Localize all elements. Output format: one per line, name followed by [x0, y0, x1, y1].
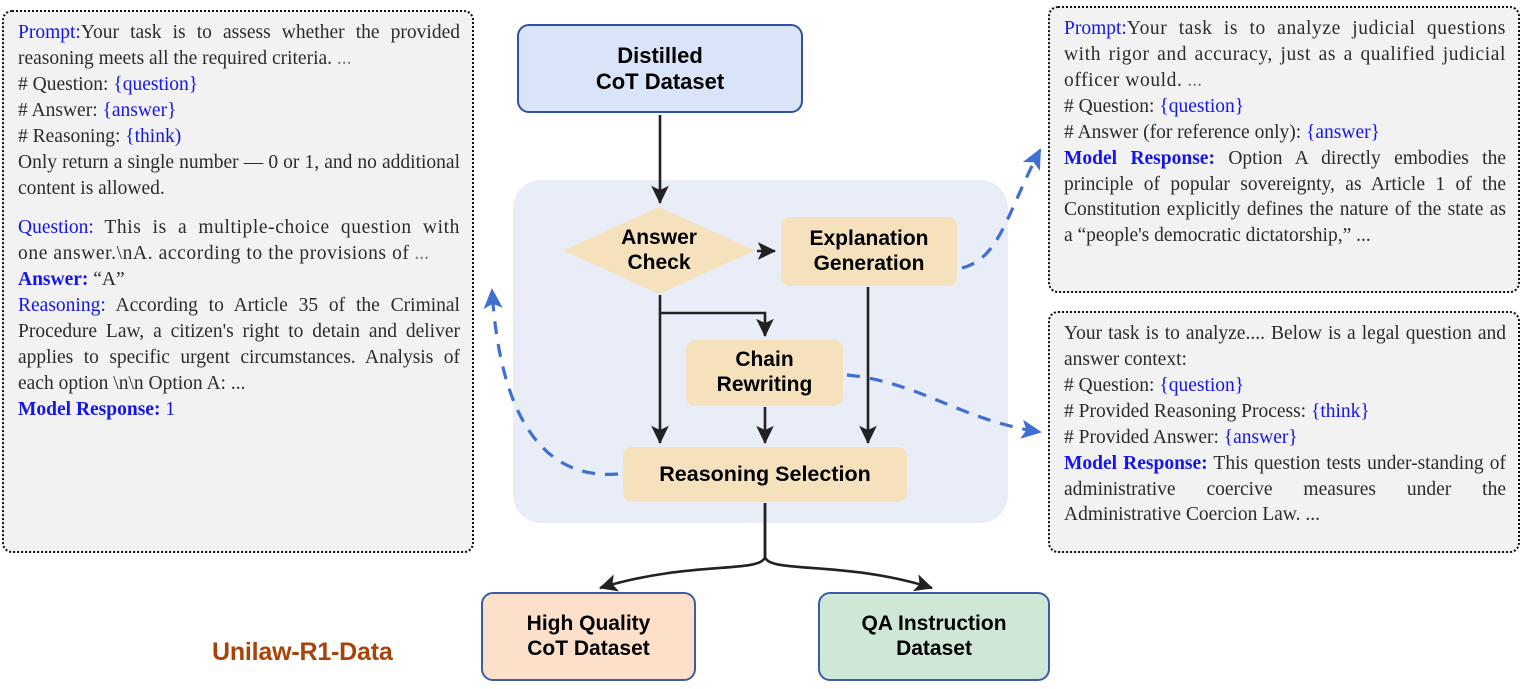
ellipsis: ... [1187, 69, 1203, 91]
answer-label: Answer: [18, 269, 89, 291]
field-value: {think} [1310, 400, 1370, 422]
panel-left-field-question: # Question: {question} [18, 72, 460, 98]
prompt-label: Prompt: [18, 22, 81, 43]
node-label-line2: CoT Dataset [595, 68, 725, 94]
panel-br-model-response: Model Response: This question tests unde… [1064, 451, 1506, 529]
field-value: {think) [125, 125, 182, 147]
node-label: Chain Rewriting [717, 348, 813, 398]
field-value: {question} [1159, 95, 1245, 117]
node-label-line1: Answer [621, 225, 697, 249]
field-label: # Reasoning: [18, 125, 121, 147]
node-label-line1: Distilled [617, 42, 703, 68]
node-label-line2: Rewriting [716, 373, 813, 396]
question-value: This is a multiple-choice question with … [18, 217, 460, 265]
spacer [18, 201, 460, 215]
panel-tr-prompt-line: Prompt:Your task is to analyze judicial … [1064, 16, 1506, 94]
answer-value: “A” [93, 269, 125, 291]
node-label-line2: Check [627, 250, 691, 274]
model-response-value: Option A directly embodies the principle… [1064, 147, 1507, 247]
node-label: Reasoning Selection [659, 461, 871, 486]
field-label: # Question: [18, 73, 109, 95]
node-label-line2: Generation [813, 251, 925, 275]
question-label: Question: [18, 217, 94, 239]
field-value: {answer} [102, 99, 177, 121]
panel-br-field-reasoning: # Provided Reasoning Process: {think} [1064, 399, 1506, 425]
node-explanation-generation[interactable]: Explanation Generation [781, 217, 957, 286]
panel-left-prompt-line: Prompt:Your task is to assess whether th… [18, 20, 460, 72]
model-response-label: Model Response: [18, 398, 161, 420]
node-label: High Quality CoT Dataset [527, 612, 651, 662]
node-label-line2: Dataset [896, 636, 972, 660]
prompt-panel-chain-rewriting: Your task is to analyze.... Below is a l… [1048, 311, 1520, 553]
panel-left-reasoning: Reasoning: According to Article 35 of th… [18, 293, 460, 397]
field-label: # Question: [1064, 374, 1155, 396]
figure-caption: Unilaw-R1-Data [212, 638, 393, 666]
panel-br-field-answer: # Provided Answer: {answer} [1064, 425, 1506, 451]
prompt-label: Prompt: [1064, 18, 1127, 39]
model-response-label: Model Response: [1064, 147, 1215, 169]
node-label-line1: QA Instruction [861, 611, 1007, 635]
field-value: {answer} [1306, 121, 1380, 143]
model-response-label: Model Response: [1064, 452, 1208, 474]
panel-tr-field-question: # Question: {question} [1064, 94, 1506, 120]
prompt-panel-verification: Prompt:Your task is to assess whether th… [2, 10, 474, 553]
node-label-line1: Explanation [809, 226, 929, 250]
prompt-body: Your task is to analyze judicial questio… [1064, 18, 1506, 91]
ellipsis: ... [336, 47, 352, 69]
node-label-line1: High Quality [526, 611, 651, 635]
node-label: QA Instruction Dataset [861, 612, 1006, 662]
panel-br-prompt-line: Your task is to analyze.... Below is a l… [1064, 323, 1506, 370]
field-label: # Answer (for reference only): [1064, 121, 1302, 143]
node-answer-check[interactable]: Answer Check [563, 207, 755, 294]
field-label: # Provided Answer: [1064, 426, 1219, 448]
field-value: {answer} [1223, 426, 1298, 448]
panel-tr-model-response: Model Response: Option A directly embodi… [1064, 146, 1506, 250]
field-value: {question} [113, 73, 199, 95]
model-response-value: 1 [165, 398, 176, 420]
node-qa-instruction-dataset[interactable]: QA Instruction Dataset [818, 592, 1050, 681]
node-label: Answer Check [621, 226, 697, 276]
panel-left-prompt-tail: Only return a single number — 0 or 1, an… [18, 151, 460, 199]
node-high-quality-cot-dataset[interactable]: High Quality CoT Dataset [481, 592, 696, 681]
node-distilled-cot-dataset[interactable]: Distilled CoT Dataset [517, 24, 803, 113]
field-label: # Provided Reasoning Process: [1064, 400, 1307, 422]
panel-left-answer: Answer: “A” [18, 267, 460, 293]
node-label-line1: Chain [735, 348, 794, 372]
prompt-body: Your task is to assess whether the provi… [18, 22, 460, 69]
panel-tr-field-answer: # Answer (for reference only): {answer} [1064, 120, 1506, 146]
node-label-line2: CoT Dataset [527, 636, 650, 660]
field-label: # Question: [1064, 95, 1155, 117]
panel-left-model-response: Model Response: 1 [18, 397, 460, 423]
reasoning-label: Reasoning: [18, 295, 106, 317]
field-label: # Answer: [18, 99, 98, 121]
node-reasoning-selection[interactable]: Reasoning Selection [623, 447, 907, 502]
model-response-value: This question tests under-standing of ad… [1064, 452, 1506, 526]
panel-left-question: Question: This is a multiple-choice ques… [18, 215, 460, 267]
node-chain-rewriting[interactable]: Chain Rewriting [686, 340, 843, 406]
reasoning-value: According to Article 35 of the Criminal … [18, 295, 460, 394]
panel-left-field-reasoning: # Reasoning: {think) [18, 124, 460, 150]
field-value: {question} [1159, 374, 1245, 396]
prompt-panel-explanation-generation: Prompt:Your task is to analyze judicial … [1048, 6, 1520, 293]
node-label: Explanation Generation [809, 227, 928, 277]
panel-br-field-question: # Question: {question} [1064, 373, 1506, 399]
ellipsis: ... [414, 243, 430, 265]
panel-left-field-answer: # Answer: {answer} [18, 98, 460, 124]
node-label: Distilled CoT Dataset [596, 43, 724, 95]
